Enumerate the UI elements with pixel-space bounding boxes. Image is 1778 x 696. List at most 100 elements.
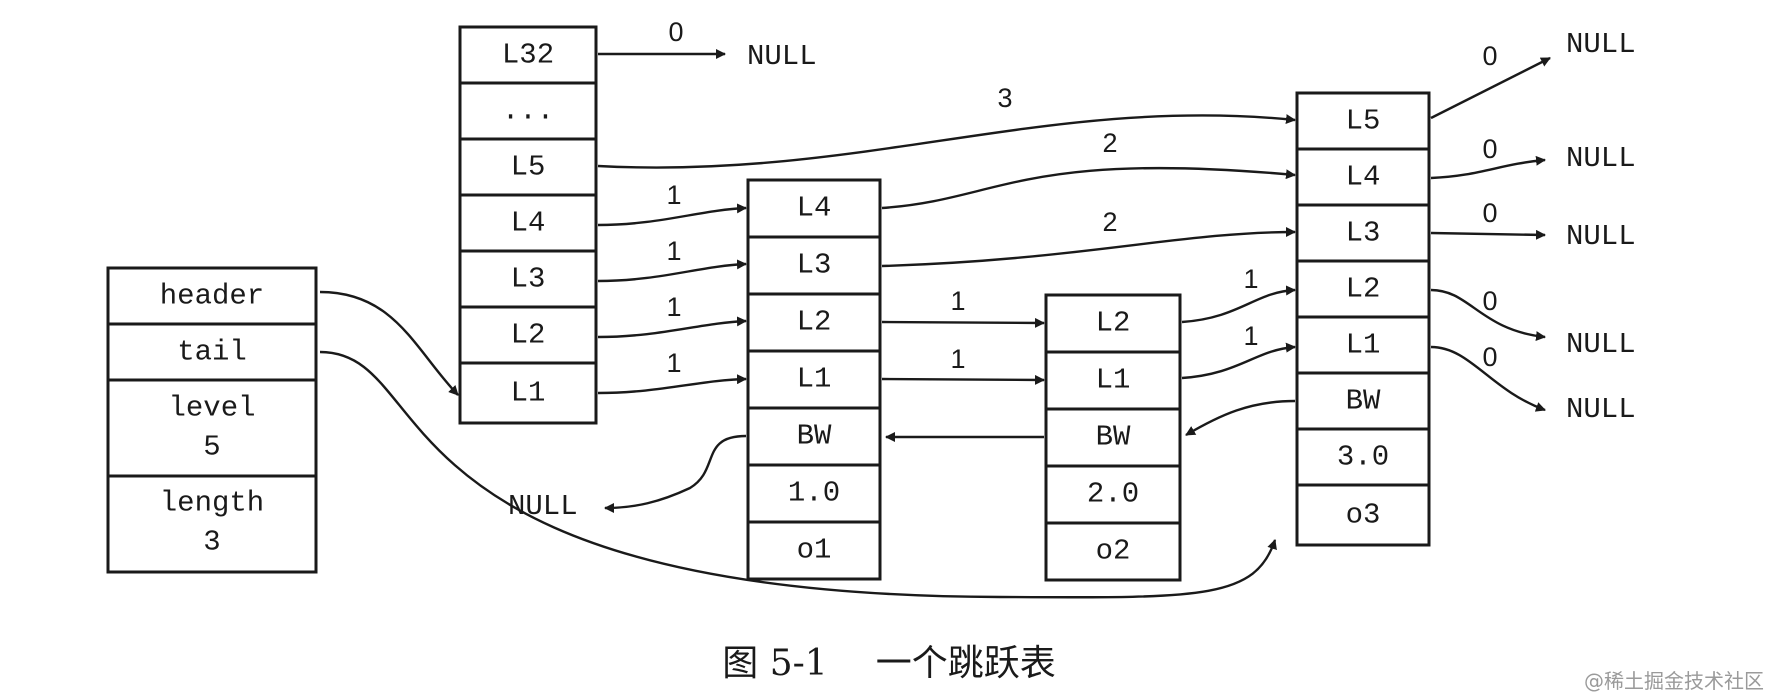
skiplist-tail-field: tail [106,322,318,382]
span-o1-L1: 1 [950,344,965,374]
span-header-L1: 1 [666,348,681,378]
o3-L1-forward-arrow [1430,345,1546,412]
svg-text:1.0: 1.0 [788,477,840,510]
o3-level-L4: L4 [1295,147,1431,207]
o2-level-L2: L2 [1044,293,1182,354]
node-o3: L5 L4 L3 L2 L1 BW 3.0 o3 [1295,91,1431,547]
null-after-o3-L1: NULL [1566,393,1636,426]
svg-text:L2: L2 [511,319,546,352]
header-L1-forward-arrow [597,374,747,395]
node-o1: L4 L3 L2 L1 BW 1.0 o1 [746,178,882,581]
o1-level-L4: L4 [746,178,882,239]
span-o1-L4: 2 [1102,128,1117,158]
svg-text:L1: L1 [1096,364,1131,397]
o3-backward: BW [1295,371,1431,431]
svg-text:BW: BW [797,420,832,453]
svg-text:...: ... [502,95,554,128]
span-o1-L3: 2 [1102,207,1117,237]
span-header-L2: 1 [666,292,681,322]
o3-level-L5: L5 [1295,91,1431,151]
header-level-L1: L1 [458,361,598,425]
o3-object: o3 [1295,483,1431,547]
span-o2-L1: 1 [1243,321,1258,351]
svg-text:L2: L2 [797,306,832,339]
o1-backward-arrow [604,434,747,513]
o1-L3-forward-arrow [881,227,1296,268]
tail-pointer-arrow [319,350,1277,599]
span-header-L5: 3 [997,83,1012,113]
o1-level-L1: L1 [746,349,882,410]
o2-backward: BW [1044,407,1182,468]
o1-score: 1.0 [746,463,882,524]
span-header-L4: 1 [666,180,681,210]
tail-field-label: tail [177,336,247,369]
null-after-o3-L3: NULL [1566,220,1636,253]
span-header-L32: 0 [668,17,683,47]
o3-level-L1: L1 [1295,315,1431,375]
header-level-L2: L2 [458,305,598,365]
header-L5-forward-arrow [597,114,1296,169]
o2-L2-forward-arrow [1181,285,1296,324]
svg-text:L3: L3 [511,263,546,296]
svg-text:L32: L32 [502,39,554,72]
header-level-ellipsis: ... [458,81,598,141]
pointer-arrows [319,49,1551,599]
span-labels: 0 3 1 1 1 1 2 2 1 1 1 1 0 0 0 0 0 [666,17,1497,378]
header-pointer-arrow [319,290,459,396]
o3-L3-forward-arrow [1430,229,1546,240]
span-o3-L3: 0 [1482,198,1497,228]
o3-score: 3.0 [1295,427,1431,487]
length-field-value: 3 [203,526,220,559]
o1-object: o1 [746,520,882,581]
header-node: L32 ... L5 L4 L3 L2 L1 [458,25,598,425]
o2-object: o2 [1044,521,1182,582]
svg-text:L1: L1 [511,377,546,410]
svg-text:L5: L5 [1346,105,1381,138]
span-o3-L1: 0 [1482,342,1497,372]
header-field-label: header [160,280,264,313]
svg-text:o2: o2 [1096,535,1131,568]
header-level-L4: L4 [458,193,598,253]
o3-L5-forward-arrow [1430,56,1551,120]
svg-text:L2: L2 [1346,273,1381,306]
node-o2: L2 L1 BW 2.0 o2 [1044,293,1182,582]
svg-text:o3: o3 [1346,499,1381,532]
svg-text:BW: BW [1096,421,1131,454]
o1-level-L2: L2 [746,292,882,353]
length-field-label: length [160,487,264,520]
null-before-o1: NULL [508,490,578,523]
span-o3-L2: 0 [1482,286,1497,316]
skiplist-diagram: header tail level 5 length 3 L32 ... L5 … [106,17,1636,599]
caption-figure-number: 图 5-1 [722,643,828,684]
null-after-o3-L5: NULL [1566,28,1636,61]
span-o1-L2: 1 [950,286,965,316]
svg-text:L2: L2 [1096,307,1131,340]
skiplist-length-field: length 3 [106,474,318,574]
o3-L4-forward-arrow [1430,155,1546,180]
header-L4-forward-arrow [597,203,747,227]
svg-text:L4: L4 [511,207,546,240]
span-o3-L4: 0 [1482,134,1497,164]
o2-level-L1: L1 [1044,350,1182,411]
o2-score: 2.0 [1044,464,1182,525]
o2-L1-forward-arrow [1181,342,1296,380]
o3-level-L2: L2 [1295,259,1431,319]
svg-text:L3: L3 [797,249,832,282]
skiplist-struct: header tail level 5 length 3 [106,266,318,574]
caption-title: 一个跳跃表 [875,643,1056,684]
o3-L2-forward-arrow [1430,288,1546,342]
header-level-L3: L3 [458,249,598,309]
o3-backward-arrow [1185,399,1296,437]
svg-text:L4: L4 [1346,161,1381,194]
span-o2-L2: 1 [1243,264,1258,294]
svg-text:L4: L4 [797,192,832,225]
o1-level-L3: L3 [746,235,882,296]
span-header-L3: 1 [666,236,681,266]
svg-text:BW: BW [1346,385,1381,418]
watermark: @稀土掘金技术社区 [1584,669,1764,693]
svg-text:o1: o1 [797,534,832,567]
svg-text:L5: L5 [511,151,546,184]
svg-text:L3: L3 [1346,217,1381,250]
o1-L4-forward-arrow [881,166,1296,210]
o1-L1-forward-arrow [881,374,1045,385]
